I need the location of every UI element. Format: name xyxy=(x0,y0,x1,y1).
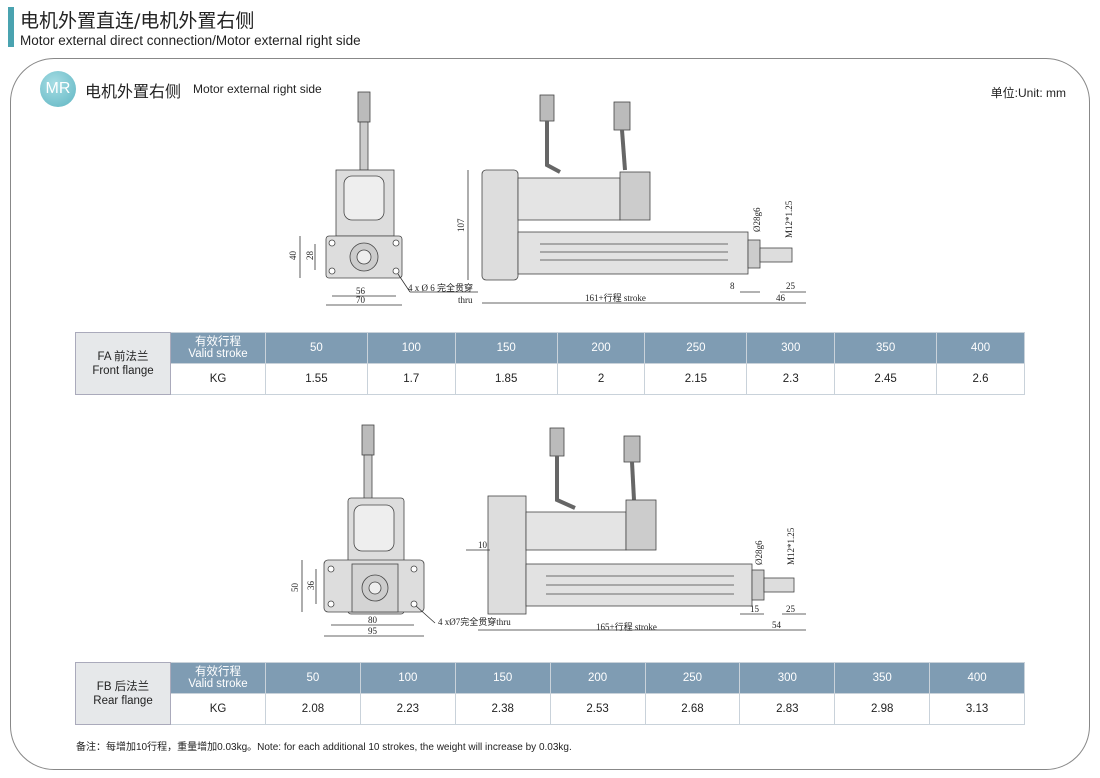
rod-diameter: Ø28g6 xyxy=(754,540,764,565)
stroke-cell: 300 xyxy=(739,662,836,694)
dim-25: 25 xyxy=(786,281,796,291)
page-subtitle: Motor external direct connection/Motor e… xyxy=(20,33,361,48)
drawing-fb: 50 36 80 95 4 xØ7完全贯穿thru 10 165+行程 stro… xyxy=(290,424,806,637)
unit-label: 单位:Unit: mm xyxy=(990,86,1066,100)
title-accent-bar xyxy=(8,7,14,47)
hole-spec: 4 x Ø 6 完全贯穿 xyxy=(408,282,473,293)
weight-cell: 2.23 xyxy=(359,693,456,725)
dim-54: 54 xyxy=(772,620,782,630)
weight-cell: 2.15 xyxy=(644,363,748,395)
weight-cell: 2.3 xyxy=(746,363,836,395)
dim-40: 40 xyxy=(288,251,298,261)
flange-name-cn: FA 前法兰 xyxy=(97,350,149,363)
flange-name-cn: FB 后法兰 xyxy=(96,680,150,693)
weight-cell: 1.55 xyxy=(265,363,368,395)
stroke-cell: 50 xyxy=(265,332,368,364)
dim-95: 95 xyxy=(368,626,378,636)
stroke-label-cn: 有效行程 xyxy=(195,336,241,348)
dim-8: 8 xyxy=(730,281,735,291)
connector xyxy=(357,91,371,123)
stroke-label-en: Valid stroke xyxy=(188,348,248,360)
kg-label: KG xyxy=(170,363,266,395)
stroke-cell: 400 xyxy=(936,332,1025,364)
stroke-cell: 100 xyxy=(359,662,456,694)
stroke-cell: 250 xyxy=(644,332,748,364)
weight-cell: 1.85 xyxy=(454,363,558,395)
stroke-cell: 150 xyxy=(454,662,551,694)
weight-cell: 1.7 xyxy=(366,363,456,395)
dim-56: 56 xyxy=(356,286,366,296)
flange-name-en: Front flange xyxy=(92,364,154,377)
stroke-label-cn: 有效行程 xyxy=(195,666,241,678)
dim-46: 46 xyxy=(776,293,786,303)
hole-thru: thru xyxy=(458,295,473,305)
dim-length: 165+行程 stroke xyxy=(596,621,657,632)
weight-cell: 2 xyxy=(556,363,646,395)
section-badge: MR xyxy=(40,71,76,107)
weight-cell: 2.08 xyxy=(265,693,361,725)
section-title-en: Motor external right side xyxy=(193,82,322,96)
stroke-cell: 100 xyxy=(366,332,456,364)
stroke-cell: 200 xyxy=(556,332,646,364)
flange-name-en: Rear flange xyxy=(93,694,153,707)
weight-cell: 2.83 xyxy=(739,693,836,725)
drawing-fa: 40 28 56 70 4 x Ø 6 完全贯穿 thru 107 161+行程… xyxy=(288,91,806,306)
stroke-label-en: Valid stroke xyxy=(188,678,248,690)
thread-spec: M12*1.25 xyxy=(786,527,796,565)
dim-25: 25 xyxy=(786,604,796,614)
hole-spec: 4 xØ7完全贯穿thru xyxy=(438,616,511,627)
kg-label: KG xyxy=(170,693,266,725)
dim-70: 70 xyxy=(356,295,366,305)
weight-cell: 3.13 xyxy=(929,693,1025,725)
content-panel xyxy=(10,58,1090,770)
dim-50: 50 xyxy=(290,583,300,593)
stroke-cell: 300 xyxy=(746,332,836,364)
stroke-cell: 250 xyxy=(644,662,741,694)
weight-cell: 2.98 xyxy=(834,693,931,725)
section-title-cn: 电机外置右侧 xyxy=(85,82,182,101)
page-title: 电机外置直连/电机外置右侧 xyxy=(20,10,255,32)
stroke-cell: 200 xyxy=(549,662,646,694)
dim-10: 10 xyxy=(478,540,488,550)
stroke-cell: 350 xyxy=(834,662,931,694)
rod-diameter: Ø28g6 xyxy=(752,207,762,232)
dim-28: 28 xyxy=(305,251,315,261)
dim-15: 15 xyxy=(750,604,760,614)
weight-cell: 2.45 xyxy=(834,363,938,395)
dim-80: 80 xyxy=(368,615,378,625)
stroke-cell: 400 xyxy=(929,662,1025,694)
weight-cell: 2.6 xyxy=(936,363,1025,395)
dim-107: 107 xyxy=(456,218,466,232)
footnote: 备注：每增加10行程，重量增加0.03kg。Note: for each add… xyxy=(76,742,572,753)
stroke-cell: 350 xyxy=(834,332,938,364)
weight-cell: 2.53 xyxy=(549,693,646,725)
stroke-cell: 150 xyxy=(454,332,558,364)
thread-spec: M12*1.25 xyxy=(784,200,794,238)
weight-cell: 2.68 xyxy=(644,693,741,725)
stroke-cell: 50 xyxy=(265,662,361,694)
dim-length: 161+行程 stroke xyxy=(585,292,646,303)
dim-36: 36 xyxy=(306,581,316,591)
weight-cell: 2.38 xyxy=(454,693,551,725)
